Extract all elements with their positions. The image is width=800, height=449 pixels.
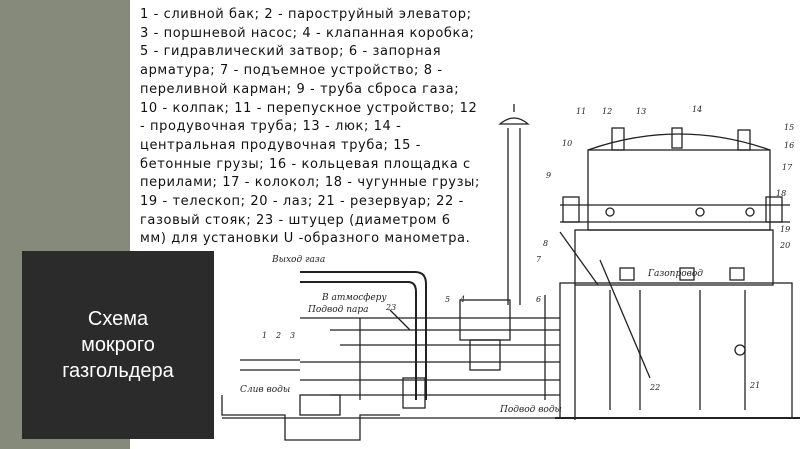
bell-17 bbox=[587, 149, 771, 231]
label-gas-pipeline: Газопровод bbox=[647, 269, 703, 279]
callout-21: 21 bbox=[749, 381, 760, 390]
callout-4: 4 bbox=[459, 295, 465, 304]
callout-7: 7 bbox=[536, 255, 542, 264]
callout-6: 6 bbox=[536, 295, 541, 304]
callout-14: 14 bbox=[692, 105, 702, 114]
callout-9: 9 bbox=[546, 171, 551, 180]
callout-23: 23 bbox=[385, 303, 396, 312]
callout-15: 15 bbox=[784, 123, 794, 132]
callout-16: 16 bbox=[784, 141, 794, 150]
callout-18: 18 bbox=[776, 189, 786, 198]
slide-title: Схема мокрого газгольдера bbox=[62, 308, 174, 382]
label-gas-outlet: Выход газа bbox=[271, 255, 325, 265]
callout-20: 20 bbox=[779, 241, 790, 250]
callout-17: 17 bbox=[782, 163, 793, 172]
callout-1: 1 bbox=[262, 331, 267, 340]
callout-5: 5 bbox=[445, 295, 450, 304]
callout-10: 10 bbox=[562, 139, 572, 148]
label-water-supply: Подвод воды bbox=[499, 405, 562, 415]
title-box: Схема мокрого газгольдера bbox=[22, 251, 214, 439]
reservoir-21 bbox=[559, 282, 793, 419]
legend-text: 1 - сливной бак; 2 - пароструйный элеват… bbox=[140, 7, 480, 247]
callout-2: 2 bbox=[275, 331, 281, 340]
callout-8: 8 bbox=[543, 239, 548, 248]
label-steam-supply: Подвод пара bbox=[307, 305, 368, 315]
callout-3: 3 bbox=[290, 331, 295, 340]
label-to-atmosphere: В атмосферу bbox=[321, 293, 387, 303]
callout-13: 13 bbox=[636, 107, 646, 116]
callout-22: 22 bbox=[649, 383, 660, 392]
callout-19: 19 bbox=[780, 225, 790, 234]
callout-12: 12 bbox=[602, 107, 612, 116]
bell-dome bbox=[587, 133, 771, 151]
label-water-drain: Слив воды bbox=[240, 385, 290, 395]
callout-11: 11 bbox=[576, 107, 586, 116]
